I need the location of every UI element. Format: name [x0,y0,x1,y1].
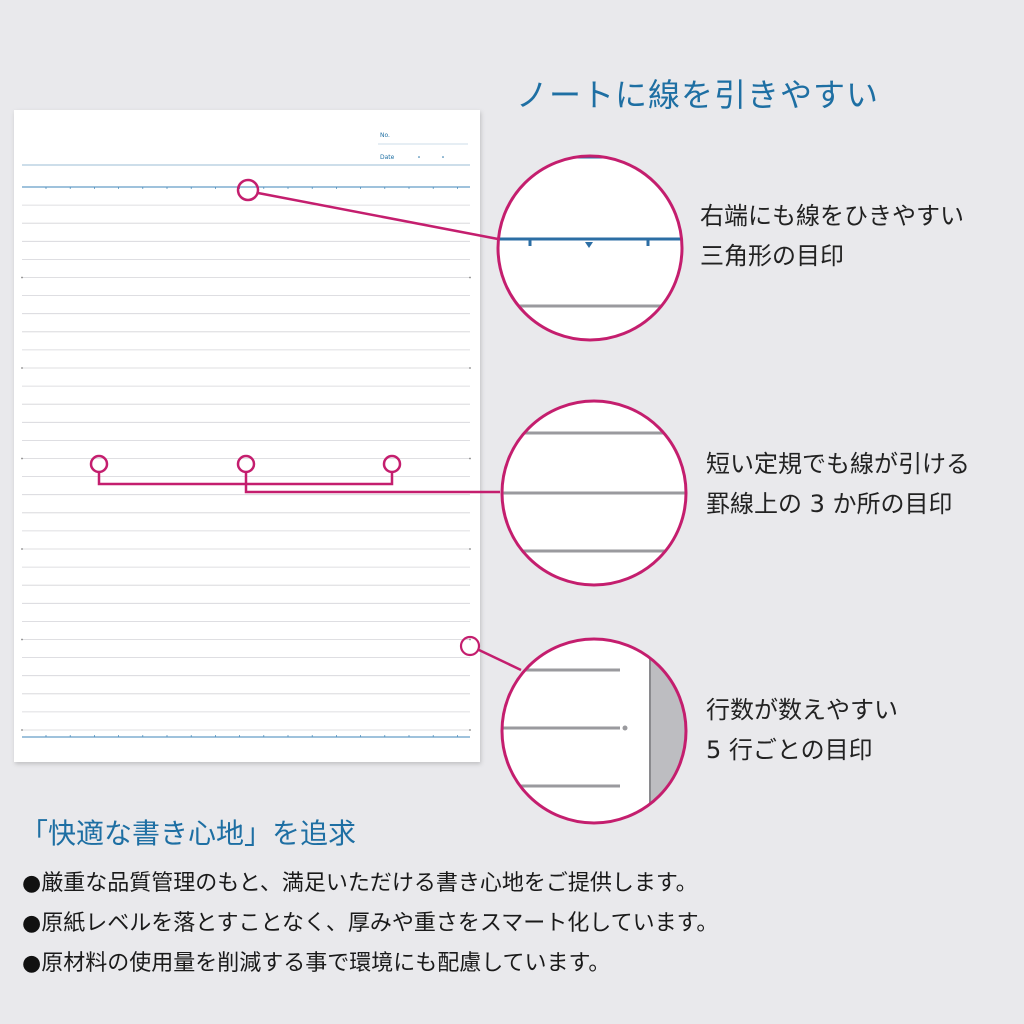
ruled-lines [22,204,470,731]
magnifier-ruler-marks [500,399,688,587]
five-line-dot [21,276,23,279]
magnifier-five-line-mark [500,637,688,825]
paper-sheet [14,110,480,762]
date-dot [442,156,444,158]
subheading: 「快適な書き心地」を追求 [20,817,357,850]
connector-line-3 [478,648,522,672]
callout-line-1: 短い定規でも線が引ける [706,450,970,478]
five-line-markers [21,276,471,731]
callout-five-line-mark: 行数が数えやすい 5 行ごとの目印 [706,690,898,770]
magnifier-triangle-mark [496,154,684,342]
callout-line-1: 行数が数えやすい [706,696,898,724]
top-tick-marks [45,187,458,189]
five-line-dot [469,367,471,369]
callout-line-1: 右端にも線をひきやすい [700,202,964,230]
date-label: Date [380,154,395,161]
feature-item: 厳重な品質管理のもと、満足いただける書き心地をご提供します。 [22,864,718,904]
main-heading: ノートに線を引きやすい [516,76,880,114]
five-line-dot [21,367,23,369]
connector-line-2 [97,472,500,494]
feature-item: 原材料の使用量を削減する事で環境にも配慮しています。 [22,944,718,984]
five-line-dot [469,548,471,550]
five-line-dot [21,638,23,641]
connector-line-1 [257,191,499,241]
bottom-tick-marks [45,735,458,737]
callout-ruler-marks: 短い定規でも線が引ける 罫線上の 3 か所の目印 [706,444,970,524]
five-line-dot [21,548,23,550]
five-line-dot [469,729,471,731]
five-line-dot [469,457,471,460]
date-dot [418,156,420,158]
feature-item: 原紙レベルを落とすことなく、厚みや重さをスマート化しています。 [22,904,718,944]
five-line-dot [21,729,23,731]
marker-triangle-ring [236,178,260,202]
five-line-dot [21,457,23,460]
callout-line-2: 罫線上の 3 か所の目印 [706,490,953,518]
notebook-page: No. Date [14,110,480,762]
callout-line-2: 5 行ごとの目印 [706,736,873,764]
callout-triangle-mark: 右端にも線をひきやすい 三角形の目印 [700,196,964,276]
no-label: No. [380,132,390,139]
callout-line-2: 三角形の目印 [700,242,844,270]
five-line-dot [469,638,471,641]
five-line-dot [469,276,471,279]
marker-five-ring [459,635,481,657]
feature-list: 厳重な品質管理のもと、満足いただける書き心地をご提供します。 原紙レベルを落とす… [22,864,718,984]
